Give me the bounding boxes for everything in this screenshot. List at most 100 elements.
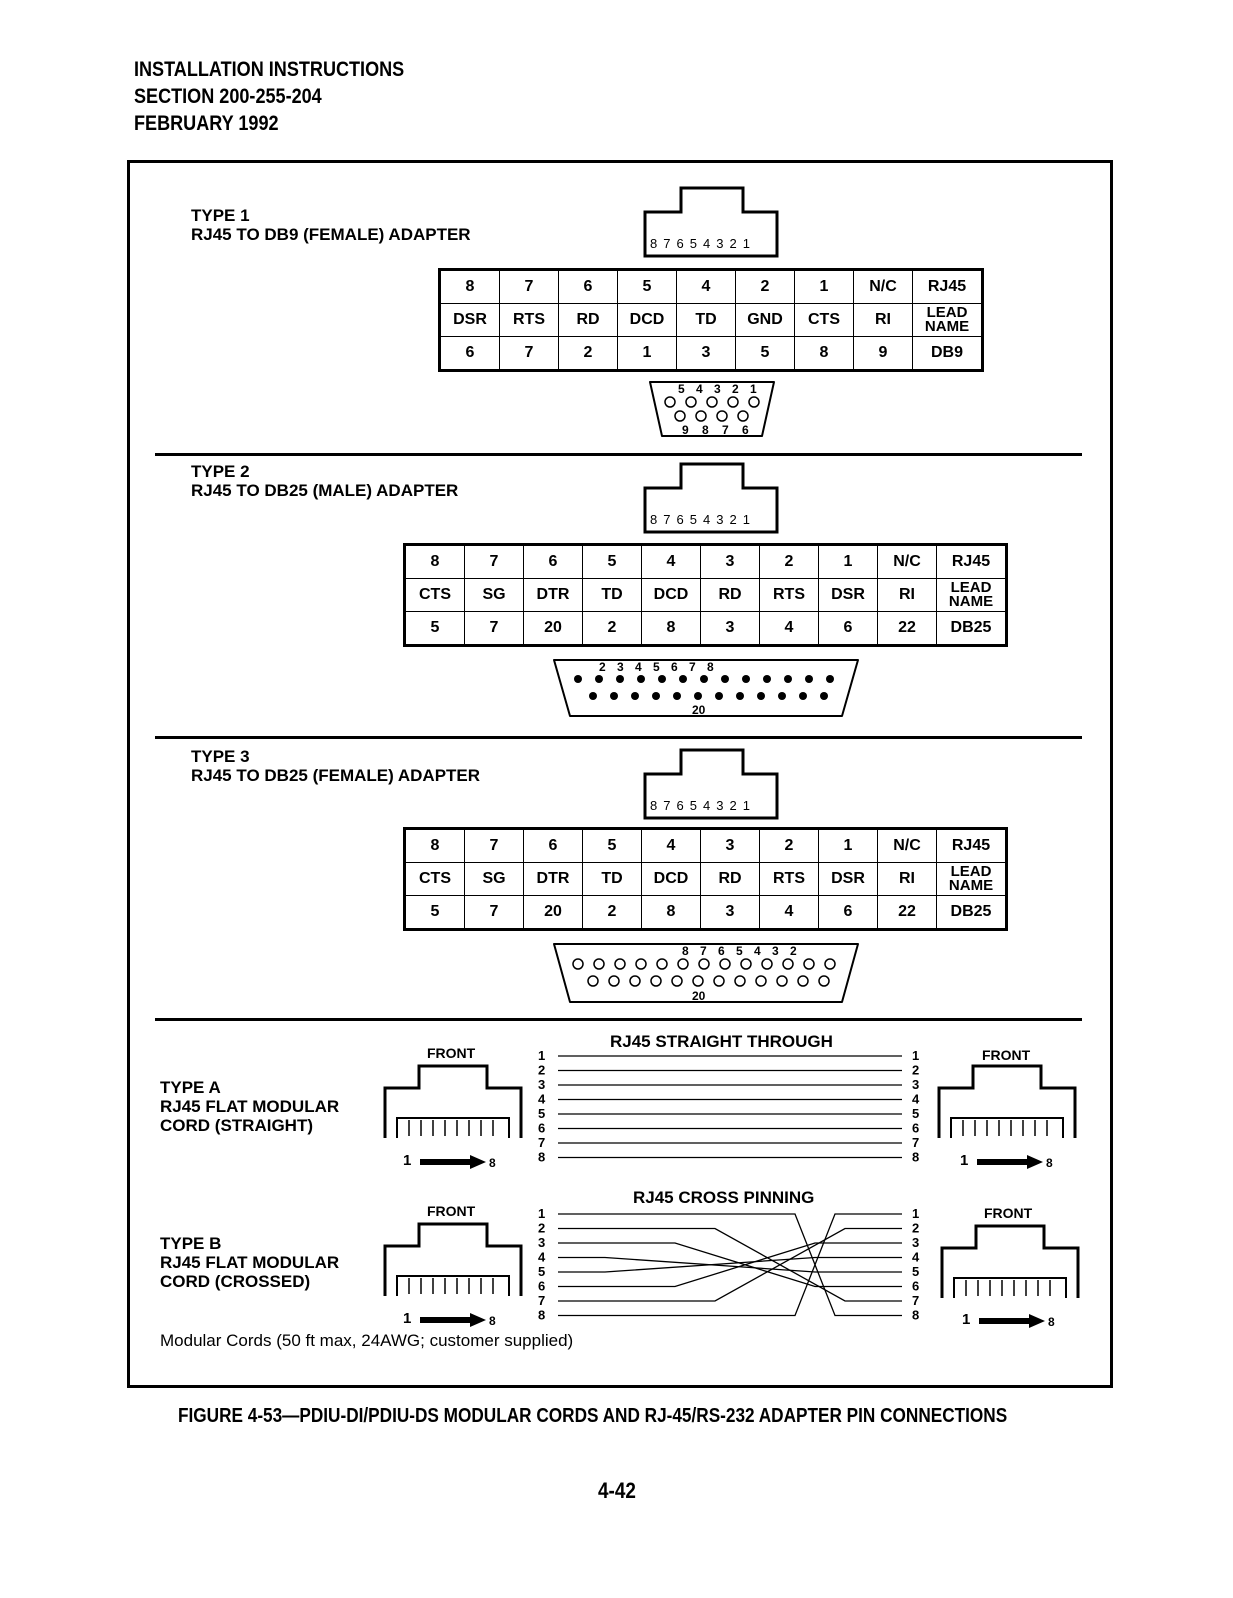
- pin-one-label: 1: [960, 1152, 969, 1169]
- rj45-pin-numbers: 8 7 6 5 4 3 2 1: [650, 512, 752, 527]
- document-header: INSTALLATION INSTRUCTIONS SECTION 200-25…: [134, 56, 404, 137]
- wire: [558, 1242, 902, 1288]
- db25-top-pin-numbers: 8 7 6 5 4 3 2: [682, 944, 801, 958]
- wire-pin-number: 6: [912, 1121, 919, 1136]
- arrow-right-icon: [420, 1313, 486, 1327]
- section-divider: [155, 736, 1082, 739]
- header-section: SECTION 200-255-204: [134, 85, 322, 108]
- rj45-pin-numbers: 8 7 6 5 4 3 2 1: [650, 798, 752, 813]
- rj45-plug-icon: [940, 1224, 1080, 1298]
- front-label: FRONT: [982, 1047, 1031, 1063]
- header-title: INSTALLATION INSTRUCTIONS: [134, 58, 405, 81]
- wire-pin-number: 2: [538, 1221, 545, 1236]
- wire-pin-number: 8: [912, 1308, 919, 1323]
- typeB-diagram-title: RJ45 CROSS PINNING: [633, 1188, 815, 1207]
- wire-pin-number: 3: [912, 1077, 919, 1092]
- section-divider: [155, 1018, 1082, 1021]
- wire-pin-number: 7: [538, 1293, 545, 1308]
- wire-pin-number: 4: [912, 1250, 920, 1265]
- rj45-plug-icon: [383, 1222, 523, 1296]
- page-number: 4-42: [598, 1478, 636, 1503]
- wire: [558, 1227, 902, 1302]
- wire: [558, 1227, 902, 1302]
- wire-pin-number: 2: [538, 1063, 545, 1078]
- wire-pin-number: 3: [912, 1235, 919, 1250]
- wire: [558, 1256, 902, 1273]
- wire: [558, 1213, 902, 1317]
- wire-pin-number: 7: [912, 1135, 919, 1150]
- rj45-plug-icon: [383, 1064, 523, 1138]
- front-label: FRONT: [984, 1205, 1033, 1221]
- header-date: FEBRUARY 1992: [134, 112, 279, 135]
- section-divider: [155, 453, 1082, 456]
- typeA-diagram-title: RJ45 STRAIGHT THROUGH: [610, 1032, 833, 1051]
- wire-pin-number: 8: [912, 1150, 919, 1165]
- wire-pin-number: 6: [538, 1121, 545, 1136]
- wire-pin-number: 4: [538, 1250, 546, 1265]
- wire-pin-number: 6: [538, 1279, 545, 1294]
- wire-pin-number: 3: [538, 1077, 545, 1092]
- wire: [558, 1213, 902, 1317]
- wire-pin-number: 6: [912, 1279, 919, 1294]
- pin-one-label: 1: [403, 1310, 412, 1327]
- pin-eight-label: 8: [1048, 1315, 1055, 1329]
- wire-pin-number: 2: [912, 1221, 919, 1236]
- db25-bottom-pin-number: 20: [692, 989, 706, 1003]
- wire-pin-number: 1: [912, 1048, 919, 1063]
- pin-eight-label: 8: [1046, 1156, 1053, 1170]
- db9-top-pin-numbers: 5 4 3 2 1: [678, 382, 761, 396]
- wire-pin-number: 7: [538, 1135, 545, 1150]
- wire-pin-number: 5: [912, 1264, 919, 1279]
- wire-pin-number: 4: [538, 1092, 546, 1107]
- wire-pin-number: 2: [912, 1063, 919, 1078]
- figure-caption: FIGURE 4-53—PDIU-DI/PDIU-DS MODULAR CORD…: [178, 1405, 1008, 1427]
- rj45-jack-outline: [643, 462, 779, 534]
- arrow-right-icon: [420, 1155, 486, 1169]
- db25-male-connector-icon: 2 3 4 5 6 7 8 20: [553, 659, 859, 717]
- db25-bottom-pin-number: 20: [692, 703, 706, 717]
- pin-eight-label: 8: [489, 1314, 496, 1328]
- wire-pin-number: 4: [912, 1092, 920, 1107]
- wire-pin-number: 8: [538, 1308, 545, 1323]
- wire-pin-number: 3: [538, 1235, 545, 1250]
- wire-pin-number: 5: [538, 1106, 545, 1121]
- front-label: FRONT: [427, 1203, 476, 1219]
- db25-female-connector-icon: 8 7 6 5 4 3 2 20: [553, 943, 859, 1003]
- rj45-plug-icon: [937, 1064, 1077, 1138]
- figure-frame: [127, 160, 1113, 1388]
- wire-pin-number: 7: [912, 1293, 919, 1308]
- db9-female-connector-icon: 5 4 3 2 1 9 8 7 6: [649, 381, 775, 437]
- pin-one-label: 1: [962, 1311, 971, 1328]
- wire-pin-number: 1: [538, 1206, 545, 1221]
- pin-eight-label: 8: [489, 1156, 496, 1170]
- db9-bottom-pin-numbers: 9 8 7 6: [682, 423, 754, 437]
- wire: [558, 1242, 902, 1288]
- db25-top-pin-numbers: 2 3 4 5 6 7 8: [599, 660, 718, 674]
- arrow-right-icon: [977, 1155, 1043, 1169]
- wire-pin-number: 8: [538, 1150, 545, 1165]
- wire-pin-number: 1: [538, 1048, 545, 1063]
- front-label: FRONT: [427, 1045, 476, 1061]
- wire-pin-number: 1: [912, 1206, 919, 1221]
- pin-one-label: 1: [403, 1152, 412, 1169]
